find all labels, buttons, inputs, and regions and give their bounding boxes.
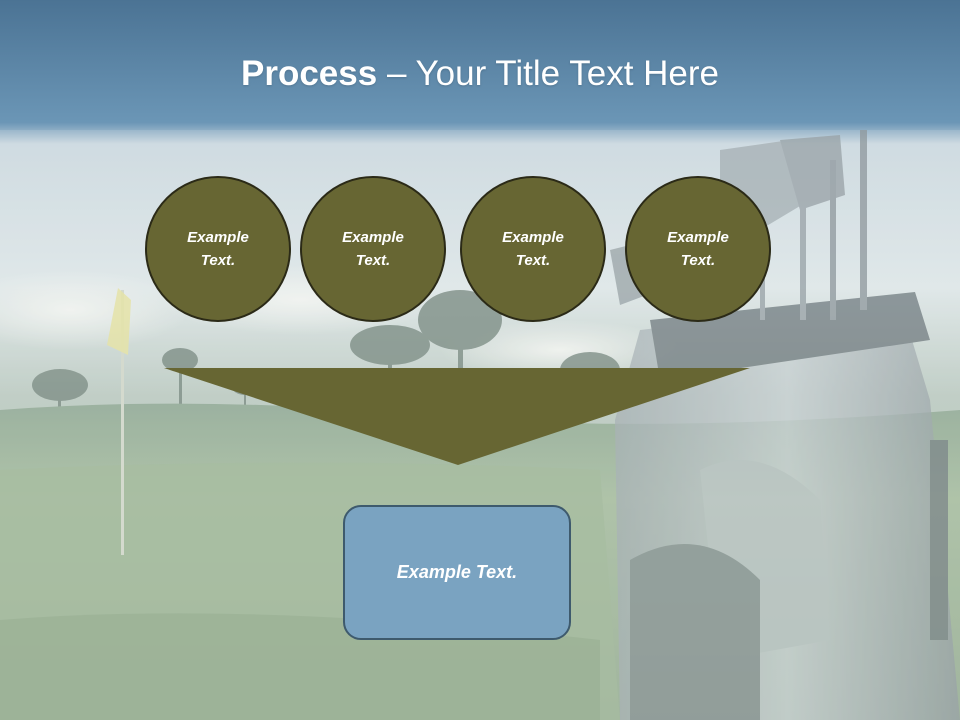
title-bold: Process — [241, 54, 378, 93]
circle-label: Example Text. — [342, 229, 404, 269]
slide-title: Process – Your Title Text Here — [0, 50, 960, 98]
process-circle-3[interactable]: Example Text. — [460, 176, 606, 322]
circle-label: Example Text. — [187, 229, 249, 269]
title-rest: – Your Title Text Here — [377, 54, 719, 93]
down-arrow-shape — [164, 368, 750, 465]
circle-label: Example Text. — [502, 229, 564, 269]
result-box-label: Example Text. — [396, 562, 518, 582]
process-circle-4[interactable]: Example Text. — [625, 176, 771, 322]
result-box[interactable]: Example Text. — [343, 505, 571, 640]
process-circle-1[interactable]: Example Text. — [145, 176, 291, 322]
process-circle-2[interactable]: Example Text. — [300, 176, 446, 322]
circle-label: Example Text. — [667, 229, 729, 269]
